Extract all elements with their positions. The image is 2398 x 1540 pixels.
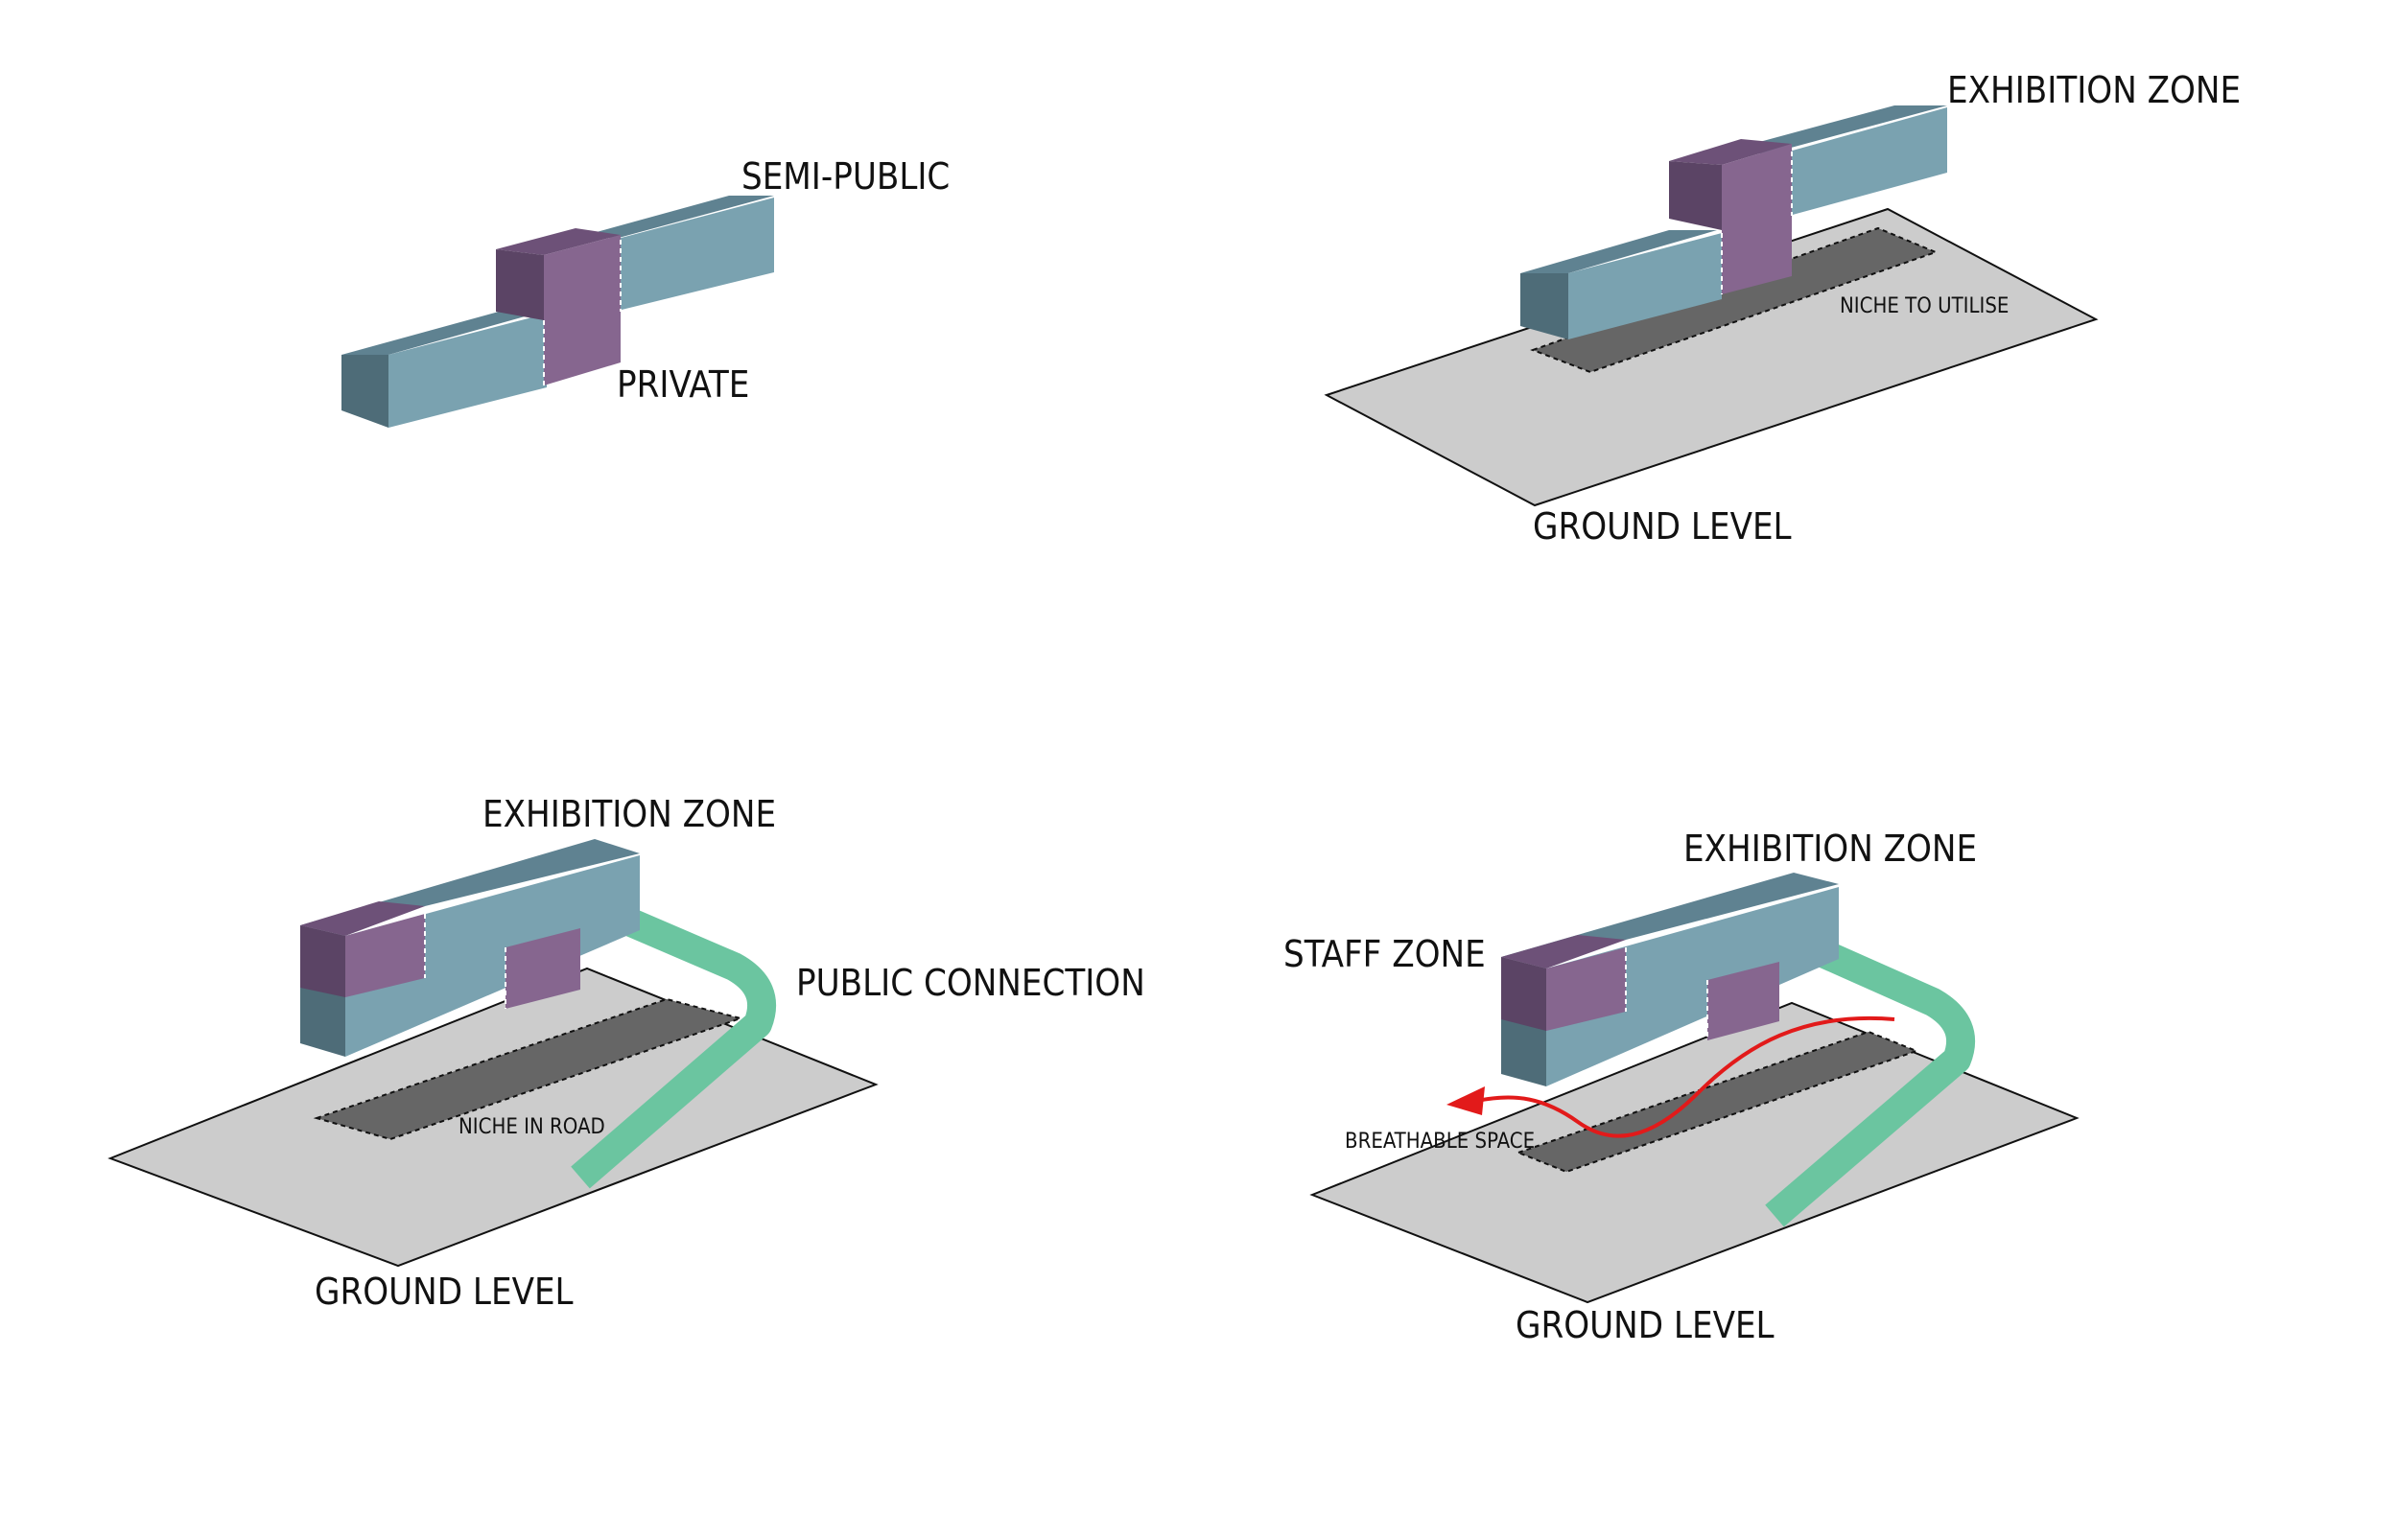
ground-plane (1309, 1001, 2080, 1304)
purple-block-side (1501, 957, 1546, 1031)
niche-label: NICHE TO UTILISE (1840, 294, 2009, 318)
blue-block-front (614, 198, 774, 312)
public-connection-path (1765, 931, 1975, 1227)
niche (313, 997, 744, 1141)
breathable-flow-arrow (1476, 1015, 1895, 1138)
purple-block-front (505, 928, 580, 1009)
exhibition-zone-label: EXHIBITION ZONE (1947, 69, 2241, 111)
exhibition-zone-label: EXHIBITION ZONE (1683, 828, 1977, 870)
blue-block-front (345, 855, 640, 1057)
purple-block-front (1546, 947, 1626, 1031)
purple-block-top (496, 228, 621, 255)
ground-level-label: GROUND LEVEL (315, 1271, 574, 1313)
ground-level-label: GROUND LEVEL (1516, 1304, 1775, 1346)
ground-level-label: GROUND LEVEL (1533, 505, 1792, 548)
semi-public-label: SEMI-PUBLIC (741, 155, 950, 198)
purple-block-front (1722, 144, 1792, 294)
staff-zone-label: STAFF ZONE (1283, 933, 1486, 975)
blue-block-top (341, 312, 542, 355)
breathable-space-label: BREATHABLE SPACE (1345, 1130, 1535, 1154)
purple-block-front (544, 235, 621, 385)
blue-block-side (1520, 273, 1568, 339)
public-connection-path (571, 898, 776, 1189)
diagram-1: SEMI-PUBLIC PRIVATE (341, 155, 950, 428)
blue-block-top (1717, 105, 1947, 153)
arrowhead-icon (1446, 1086, 1485, 1115)
purple-block-top (1501, 935, 1626, 968)
private-label: PRIVATE (617, 363, 749, 406)
diagram-3: EXHIBITION ZONE PUBLIC CONNECTION NICHE … (107, 793, 1145, 1313)
exhibition-zone-label: EXHIBITION ZONE (482, 793, 776, 835)
blue-block-top (576, 196, 774, 238)
purple-block-top (1669, 139, 1792, 165)
blue-block-front (1789, 107, 1947, 216)
blue-block-top (1520, 230, 1717, 273)
purple-block-side (300, 925, 345, 997)
blue-block-front (1568, 233, 1722, 339)
diagram-4: EXHIBITION ZONE STAFF ZONE BREATHABLE SP… (1283, 828, 2080, 1346)
blue-block-front (388, 314, 547, 428)
purple-block-front (1707, 962, 1779, 1040)
purple-block-top (300, 901, 425, 936)
blue-block-front (1546, 887, 1839, 1086)
purple-block-side (496, 249, 544, 320)
purple-block-front (345, 914, 425, 997)
public-connection-label: PUBLIC CONNECTION (796, 962, 1145, 1004)
diagram-2: EXHIBITION ZONE NICHE TO UTILISE GROUND … (1324, 69, 2241, 548)
ground-plane (107, 967, 879, 1268)
blue-block-side (341, 355, 388, 428)
purple-block-side (1669, 161, 1722, 230)
niche-label: NICHE IN ROAD (458, 1115, 605, 1139)
